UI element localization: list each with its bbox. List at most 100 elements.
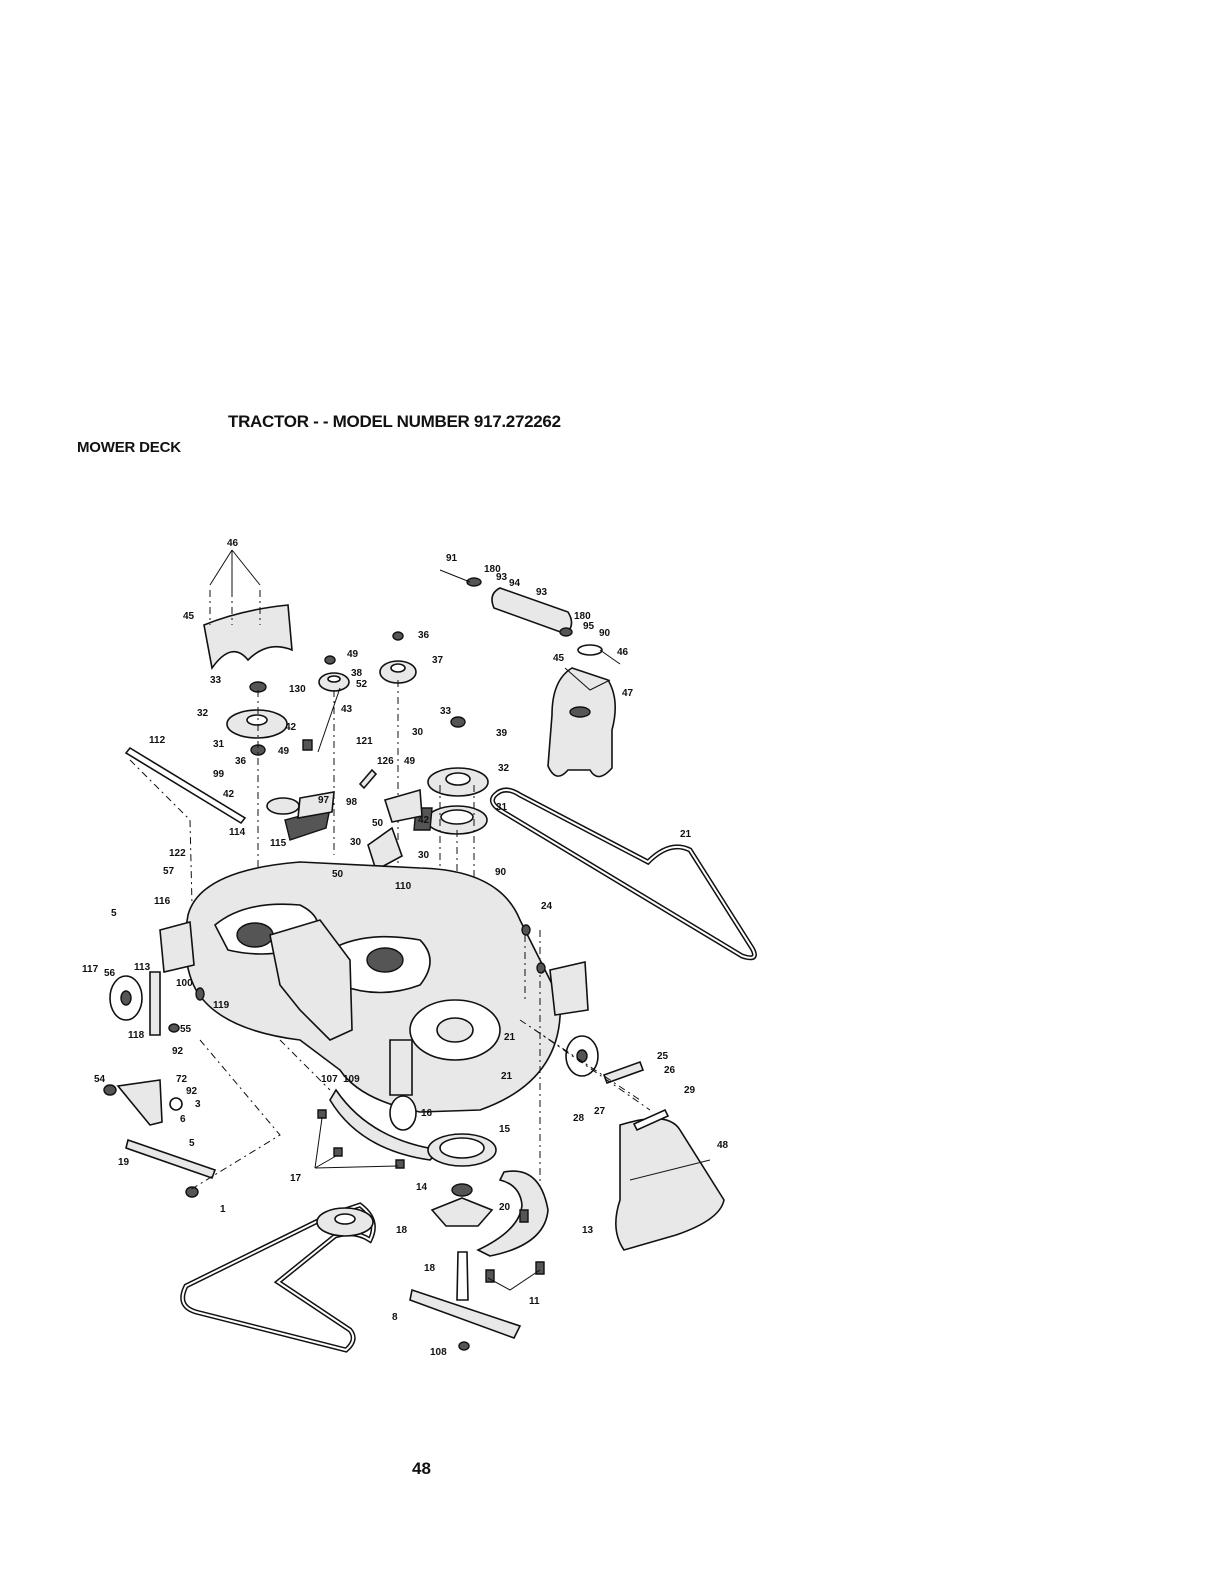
callout: 29	[684, 1085, 696, 1096]
callout: 113	[134, 962, 151, 973]
callout: 109	[343, 1074, 360, 1085]
callout: 6	[180, 1114, 186, 1125]
callout: 38	[351, 668, 363, 679]
callout: 54	[94, 1074, 106, 1085]
page-number: 48	[412, 1459, 431, 1478]
callout: 114	[229, 827, 246, 838]
callout: 112	[149, 735, 166, 746]
callout: 119	[213, 1000, 230, 1011]
callout: 26	[664, 1065, 676, 1076]
callout: 52	[356, 679, 368, 690]
callout: 121	[356, 736, 373, 747]
callout: 30	[412, 727, 424, 738]
callout: 47	[622, 688, 634, 699]
callout: 27	[594, 1106, 606, 1117]
callout: 110	[395, 881, 412, 892]
callout: 36	[418, 630, 430, 641]
bracket-110	[367, 826, 403, 872]
callout: 5	[111, 908, 117, 919]
callout: 91	[446, 553, 458, 564]
section-title: MOWER DECK	[77, 439, 181, 456]
callout: 116	[154, 896, 171, 907]
belt-48	[180, 1202, 376, 1353]
pivot-rod-112	[124, 746, 247, 906]
callout: 50	[332, 869, 344, 880]
callout: 17	[290, 1173, 302, 1184]
callout: 28	[573, 1113, 585, 1124]
callout: 90	[495, 867, 507, 878]
callout: 117	[82, 964, 99, 975]
callout: 20	[499, 1202, 511, 1213]
callout: 33	[210, 675, 222, 686]
callout: 24	[541, 901, 553, 912]
callout: 33	[440, 706, 452, 717]
callout: 50	[372, 818, 384, 829]
callout: 95	[583, 621, 595, 632]
callout: 1	[220, 1204, 226, 1215]
gauge-wheel-right	[389, 924, 599, 1200]
callout: 99	[213, 769, 225, 780]
belt-guard-right	[547, 667, 616, 778]
callout: 21	[501, 1071, 513, 1082]
callout: 57	[163, 866, 175, 877]
page-title: TRACTOR - - MODEL NUMBER 917.272262	[228, 412, 561, 431]
callout: 108	[430, 1347, 447, 1358]
idler-assembly	[297, 655, 378, 855]
callout: 31	[213, 739, 225, 750]
callout: 180	[484, 564, 501, 575]
callout: 45	[553, 653, 565, 664]
spindle-assembly	[409, 1133, 522, 1351]
callout: 49	[278, 746, 290, 757]
callout: 94	[509, 578, 521, 589]
callout: 100	[176, 978, 193, 989]
callout: 122	[169, 848, 186, 859]
callout: 42	[285, 722, 297, 733]
callout: 180	[574, 611, 591, 622]
callout: 46	[617, 647, 629, 658]
callout: 5	[189, 1138, 195, 1149]
callout: 15	[499, 1124, 511, 1135]
belt-47	[489, 787, 757, 961]
callout: 30	[350, 837, 362, 848]
callout: 48	[717, 1140, 729, 1151]
callout: 55	[180, 1024, 192, 1035]
callout: 90	[599, 628, 611, 639]
callout: 42	[223, 789, 235, 800]
baffle-20	[476, 1170, 549, 1257]
callout: 42	[418, 815, 430, 826]
callout: 18	[424, 1263, 436, 1274]
callout: 115	[270, 838, 287, 849]
roller-94	[439, 569, 621, 665]
callout: 46	[227, 538, 239, 549]
callout: 45	[183, 611, 195, 622]
callout: 30	[418, 850, 430, 861]
hardware-dashes	[279, 1019, 651, 1291]
callout: 49	[347, 649, 359, 660]
callout: 39	[496, 728, 508, 739]
callout: 16	[421, 1108, 433, 1119]
front-link-assembly	[103, 1039, 281, 1198]
callout: 21	[680, 829, 692, 840]
callout: 31	[496, 802, 508, 813]
deck-housing	[184, 861, 562, 1161]
callout: 32	[197, 708, 209, 719]
callout: 130	[289, 684, 306, 695]
callout: 98	[346, 797, 358, 808]
callout: 49	[404, 756, 416, 767]
callout: 107	[321, 1074, 338, 1085]
callout: 43	[341, 704, 353, 715]
callout: 56	[104, 968, 116, 979]
callout: 118	[128, 1030, 145, 1041]
callout-labels: 46 45 33 32 31 36 99 42 112 130 49 38 52…	[82, 538, 729, 1358]
gauge-wheel-left	[109, 920, 205, 1036]
callout: 37	[432, 655, 444, 666]
callout: 14	[416, 1182, 428, 1193]
discharge-chute-27	[602, 1060, 725, 1251]
callout: 25	[657, 1051, 669, 1062]
callout: 36	[235, 756, 247, 767]
callout: 92	[186, 1086, 198, 1097]
belt-guard-left	[203, 549, 293, 670]
right-pulley-stack	[383, 716, 489, 1060]
callout: 72	[176, 1074, 188, 1085]
